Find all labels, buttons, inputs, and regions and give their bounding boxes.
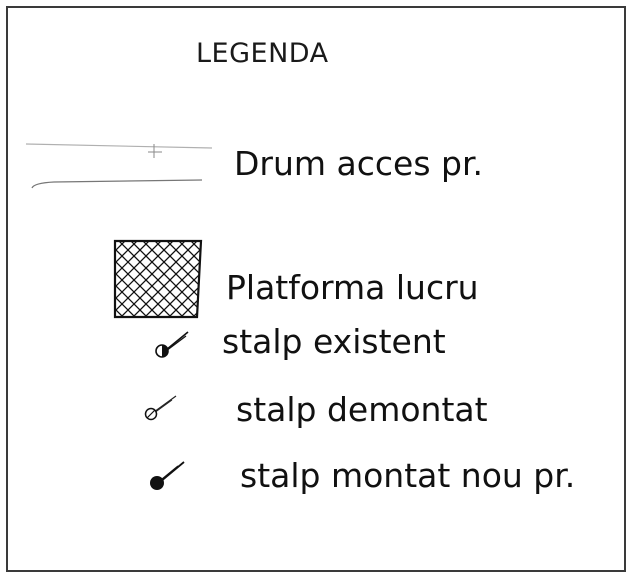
pole-dismantled-icon bbox=[144, 395, 177, 421]
pole-new-label: stalp montat nou pr. bbox=[240, 456, 576, 495]
pole-existing-icon bbox=[155, 331, 189, 358]
crosshatch-platform-symbol bbox=[113, 239, 203, 319]
platform-label: Platforma lucru bbox=[226, 268, 479, 307]
pole-new-icon bbox=[150, 461, 185, 490]
road-access-label: Drum acces pr. bbox=[234, 144, 483, 183]
pole-dismantled-label: stalp demontat bbox=[236, 390, 488, 429]
road-access-symbol bbox=[25, 143, 213, 189]
legend-frame bbox=[6, 6, 626, 572]
pole-existing-label: stalp existent bbox=[222, 322, 446, 361]
legend-title: LEGENDA bbox=[196, 38, 329, 69]
